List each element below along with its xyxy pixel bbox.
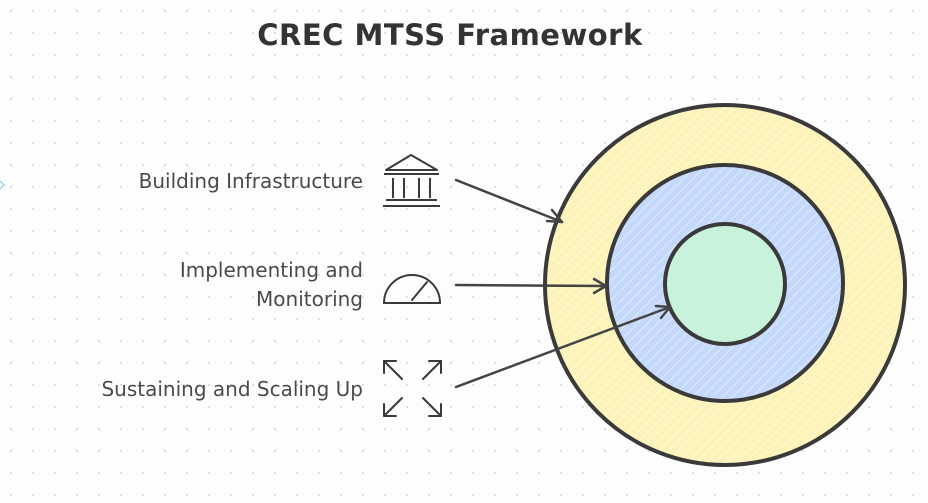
middle-ring-outline [605, 163, 845, 403]
left-edge-chevron-icon [0, 179, 6, 191]
label-building-infrastructure: Building Infrastructure [139, 167, 363, 196]
arrow-building-to-outer-ring [454, 178, 564, 224]
inner-circle-outline [663, 222, 787, 346]
label-implementing-monitoring: Implementing and Monitoring [180, 256, 363, 314]
label-line: Sustaining and Scaling Up [101, 377, 363, 401]
expand-arrows-icon [383, 360, 442, 417]
inner-circle [665, 224, 785, 344]
arrow-implementing-to-middle-ring [454, 277, 608, 295]
concentric-rings [543, 103, 907, 467]
gauge-icon [382, 274, 442, 304]
label-line: Monitoring [256, 287, 363, 311]
bank-icon [383, 154, 440, 207]
diagram-title: CREC MTSS Framework [257, 18, 643, 52]
connector-arrows [454, 178, 672, 389]
label-line: Implementing and [179, 258, 363, 282]
label-line: Building Infrastructure [138, 169, 363, 193]
arrow-sustaining-to-inner-circle [454, 304, 672, 389]
label-sustaining-scaling: Sustaining and Scaling Up [101, 375, 363, 404]
